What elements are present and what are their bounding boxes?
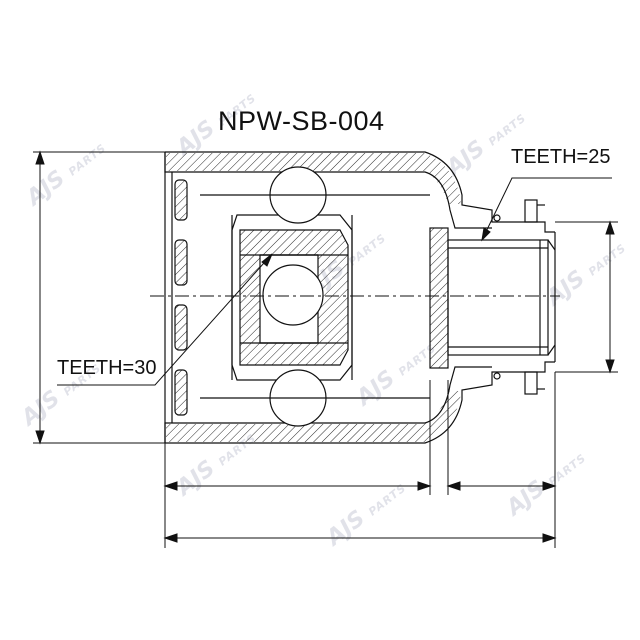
leader-lines [57, 177, 612, 386]
housing-upper [164, 151, 555, 233]
ball-center [262, 264, 324, 326]
inner-teeth-label: TEETH=30 [57, 357, 157, 379]
stub-shaft [429, 199, 556, 395]
retainer-slots [174, 179, 188, 416]
dimension-lines [33, 150, 618, 548]
outer-teeth-label: TEETH=25 [511, 146, 611, 168]
part-number-title: NPW-SB-004 [218, 106, 385, 136]
housing-lower [164, 361, 555, 444]
